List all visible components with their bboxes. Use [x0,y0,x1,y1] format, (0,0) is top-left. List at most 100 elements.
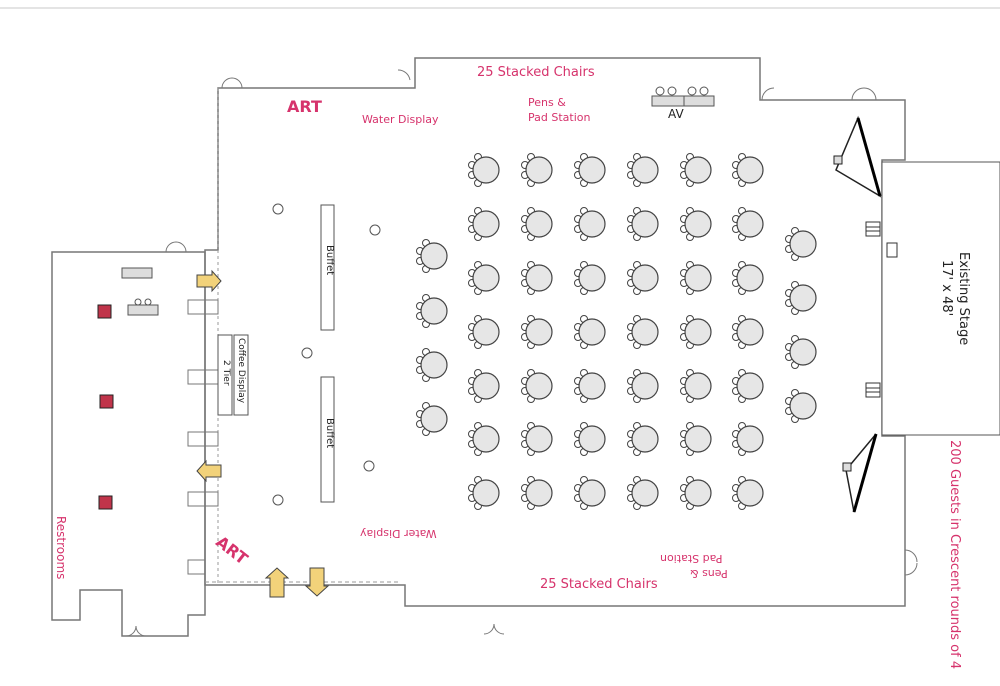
buffet-table-1 [320,204,335,331]
table-top [631,156,659,184]
wall-stubs [187,299,219,575]
round-table [680,207,712,241]
table-top [578,425,606,453]
pens-pad-label-bottom-line2: Pad Station [660,552,723,565]
table-top [578,372,606,400]
round-table [627,207,659,241]
table-top [684,425,712,453]
window-top-border [0,7,1000,9]
restrooms-label: Restrooms [54,516,68,580]
round-table [732,315,764,349]
table-top [525,425,553,453]
main-hall-wall [204,57,906,607]
table-top [525,372,553,400]
table-top [684,264,712,292]
coffee-display-label: Coffee Display [236,338,246,404]
round-table [680,422,712,456]
round-table [521,153,553,187]
table-top [420,242,448,270]
table-top [789,284,817,312]
pens-pad-label-top-line2: Pad Station [528,111,591,124]
table-top [472,318,500,346]
table-top [736,479,764,507]
table-top [420,351,448,379]
table-top [631,264,659,292]
table-top [631,372,659,400]
pens-pad-label-top-line1: Pens & [528,96,566,109]
table-top [736,425,764,453]
table-top [420,405,448,433]
av-table [651,95,715,107]
round-table [416,402,448,436]
round-table [574,476,606,510]
round-table [521,315,553,349]
round-table [574,153,606,187]
round-table [468,261,500,295]
round-table [680,476,712,510]
water-display-label-top: Water Display [362,113,439,126]
table-top [684,210,712,238]
table-top [472,264,500,292]
projection-screen-icon [835,115,882,198]
entrance-arrow-icon [196,269,330,598]
table-top [684,156,712,184]
round-table [627,261,659,295]
round-table [785,227,817,261]
table-top [420,297,448,325]
tier-label: 2 Tier [221,360,231,386]
table-top [631,479,659,507]
buffet-label-1: Buffet [324,245,335,276]
round-table [680,261,712,295]
column-icon [272,203,908,506]
round-table [627,153,659,187]
round-table [732,369,764,403]
restroom-table [127,304,159,316]
table-top [578,156,606,184]
table-top [525,210,553,238]
table-top [789,338,817,366]
table-top [736,156,764,184]
round-table [574,422,606,456]
table-top [631,318,659,346]
water-display-label-bottom: Water Display [360,527,437,540]
guests-note-label: 200 Guests in Crescent rounds of 4 [947,440,962,670]
table-top [684,479,712,507]
round-table [732,422,764,456]
round-table [732,261,764,295]
round-table [732,153,764,187]
round-table [627,476,659,510]
table-top [578,210,606,238]
round-table [680,315,712,349]
art-label-top: ART [287,97,322,116]
table-top [789,230,817,258]
table-top [472,372,500,400]
table-top [578,264,606,292]
av-label: AV [668,107,684,121]
table-top [736,318,764,346]
round-table [680,369,712,403]
round-table [574,207,606,241]
stage-steps-icon [865,221,881,398]
round-table [468,153,500,187]
table-top [472,479,500,507]
round-table [521,476,553,510]
table-top [525,479,553,507]
stage-label-line2: 17' x 48' [939,260,954,317]
stacked-chairs-label-top: 25 Stacked Chairs [477,65,595,80]
round-table [574,261,606,295]
restroom-counter [121,267,153,279]
stage [881,161,1000,436]
table-top [472,156,500,184]
buffet-label-2: Buffet [324,418,335,449]
table-top [789,392,817,420]
restroom-marker-icon [97,304,114,510]
table-top [736,210,764,238]
round-table [416,239,448,273]
buffet-table-2 [320,376,335,503]
restroom-wing-wall [51,251,206,637]
round-table [521,207,553,241]
table-top [525,156,553,184]
tier-table [233,334,249,416]
av-chairs [655,86,709,96]
